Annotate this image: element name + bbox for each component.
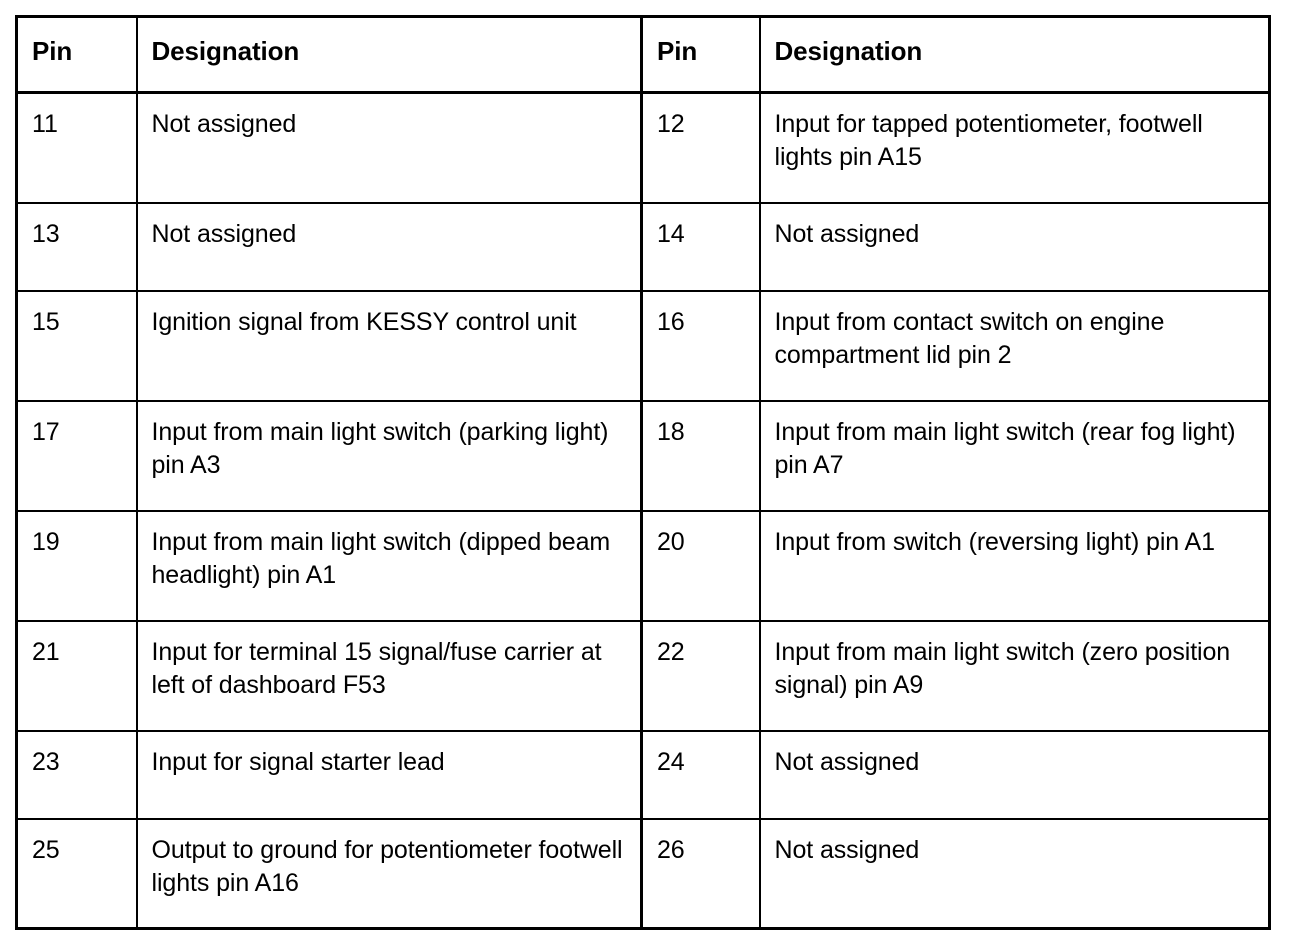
cell-designation-left: Not assigned [135, 201, 643, 292]
cell-designation-right: Input from switch (reversing light) pin … [758, 509, 1271, 622]
table-row: 15 Ignition signal from KESSY control un… [15, 289, 1271, 402]
designation-text: Input from switch (reversing light) pin … [774, 527, 1216, 556]
cell-pin-left: 11 [15, 91, 138, 204]
pin-number: 16 [657, 307, 685, 336]
table-row: 25 Output to ground for potentiometer fo… [15, 817, 1271, 930]
column-header-pin-left: Pin [15, 15, 138, 94]
cell-designation-left: Not assigned [135, 91, 643, 204]
pin-assignment-table: Pin Designation Pin Designation 11 Not a… [15, 15, 1271, 930]
pin-number: 26 [657, 835, 685, 864]
cell-designation-left: Output to ground for potentiometer footw… [135, 817, 643, 930]
designation-text: Not assigned [151, 110, 297, 138]
cell-pin-right: 20 [640, 509, 761, 622]
designation-text: Output to ground for potentiometer footw… [151, 835, 623, 897]
column-header-designation-left: Designation [135, 15, 643, 94]
designation-text: Not assigned [774, 747, 920, 776]
table-row: 21 Input for terminal 15 signal/fuse car… [15, 619, 1271, 732]
cell-pin-left: 19 [15, 509, 138, 622]
designation-text: Input for tapped potentiometer, footwell… [774, 110, 1203, 171]
designation-text: Input from main light switch (parking li… [151, 417, 609, 479]
cell-pin-right: 26 [640, 817, 761, 930]
pin-number: 14 [657, 219, 685, 248]
cell-pin-left: 15 [15, 289, 138, 402]
table-row: 11 Not assigned 12 Input for tapped pote… [15, 91, 1271, 204]
cell-designation-left: Input for terminal 15 signal/fuse carrie… [135, 619, 643, 732]
cell-pin-right: 24 [640, 729, 761, 820]
cell-pin-right: 22 [640, 619, 761, 732]
pin-number: 15 [32, 307, 60, 336]
cell-designation-right: Input from main light switch (rear fog l… [758, 399, 1271, 512]
designation-text: Input from main light switch (zero posit… [774, 637, 1231, 699]
column-header-pin-right: Pin [640, 15, 761, 94]
cell-designation-left: Input from main light switch (parking li… [135, 399, 643, 512]
table-header-row: Pin Designation Pin Designation [15, 15, 1271, 94]
cell-designation-right: Input from main light switch (zero posit… [758, 619, 1271, 732]
cell-pin-right: 16 [640, 289, 761, 402]
designation-text: Not assigned [774, 219, 920, 248]
cell-pin-left: 21 [15, 619, 138, 732]
designation-text: Input for terminal 15 signal/fuse carrie… [151, 637, 602, 699]
table-header: Pin Designation Pin Designation [15, 15, 1271, 94]
cell-designation-right: Not assigned [758, 201, 1271, 292]
pin-number: 19 [32, 527, 60, 556]
pin-number: 21 [32, 637, 60, 666]
pin-number: 12 [657, 110, 685, 138]
designation-text: Not assigned [774, 835, 920, 864]
cell-designation-left: Input from main light switch (dipped bea… [135, 509, 643, 622]
table-row: 17 Input from main light switch (parking… [15, 399, 1271, 512]
pin-number: 24 [657, 747, 685, 776]
pin-number: 23 [32, 747, 60, 776]
pin-number: 13 [32, 219, 60, 248]
cell-designation-right: Not assigned [758, 817, 1271, 930]
designation-text: Not assigned [151, 219, 297, 248]
cell-pin-right: 18 [640, 399, 761, 512]
cell-pin-right: 12 [640, 91, 761, 204]
cell-designation-right: Input for tapped potentiometer, footwell… [758, 91, 1271, 204]
designation-text: Ignition signal from KESSY control unit [151, 307, 577, 336]
table-row: 23 Input for signal starter lead 24 Not … [15, 729, 1271, 820]
cell-pin-left: 13 [15, 201, 138, 292]
cell-designation-left: Input for signal starter lead [135, 729, 643, 820]
column-header-designation-right: Designation [758, 15, 1271, 94]
cell-pin-right: 14 [640, 201, 761, 292]
designation-text: Input from contact switch on engine comp… [774, 307, 1165, 369]
cell-pin-left: 23 [15, 729, 138, 820]
table-row: 19 Input from main light switch (dipped … [15, 509, 1271, 622]
cell-pin-left: 25 [15, 817, 138, 930]
table-body: 11 Not assigned 12 Input for tapped pote… [15, 91, 1271, 930]
pin-number: 17 [32, 417, 60, 446]
pin-number: 25 [32, 835, 60, 864]
designation-text: Input from main light switch (rear fog l… [774, 417, 1236, 479]
pin-number: 22 [657, 637, 685, 666]
designation-text: Input from main light switch (dipped bea… [151, 527, 611, 589]
designation-text: Input for signal starter lead [151, 747, 445, 776]
pin-number: 18 [657, 417, 685, 446]
table-row: 13 Not assigned 14 Not assigned [15, 201, 1271, 292]
cell-designation-left: Ignition signal from KESSY control unit [135, 289, 643, 402]
cell-pin-left: 17 [15, 399, 138, 512]
pin-number: 20 [657, 527, 685, 556]
pin-number: 11 [32, 110, 58, 138]
cell-designation-right: Input from contact switch on engine comp… [758, 289, 1271, 402]
cell-designation-right: Not assigned [758, 729, 1271, 820]
